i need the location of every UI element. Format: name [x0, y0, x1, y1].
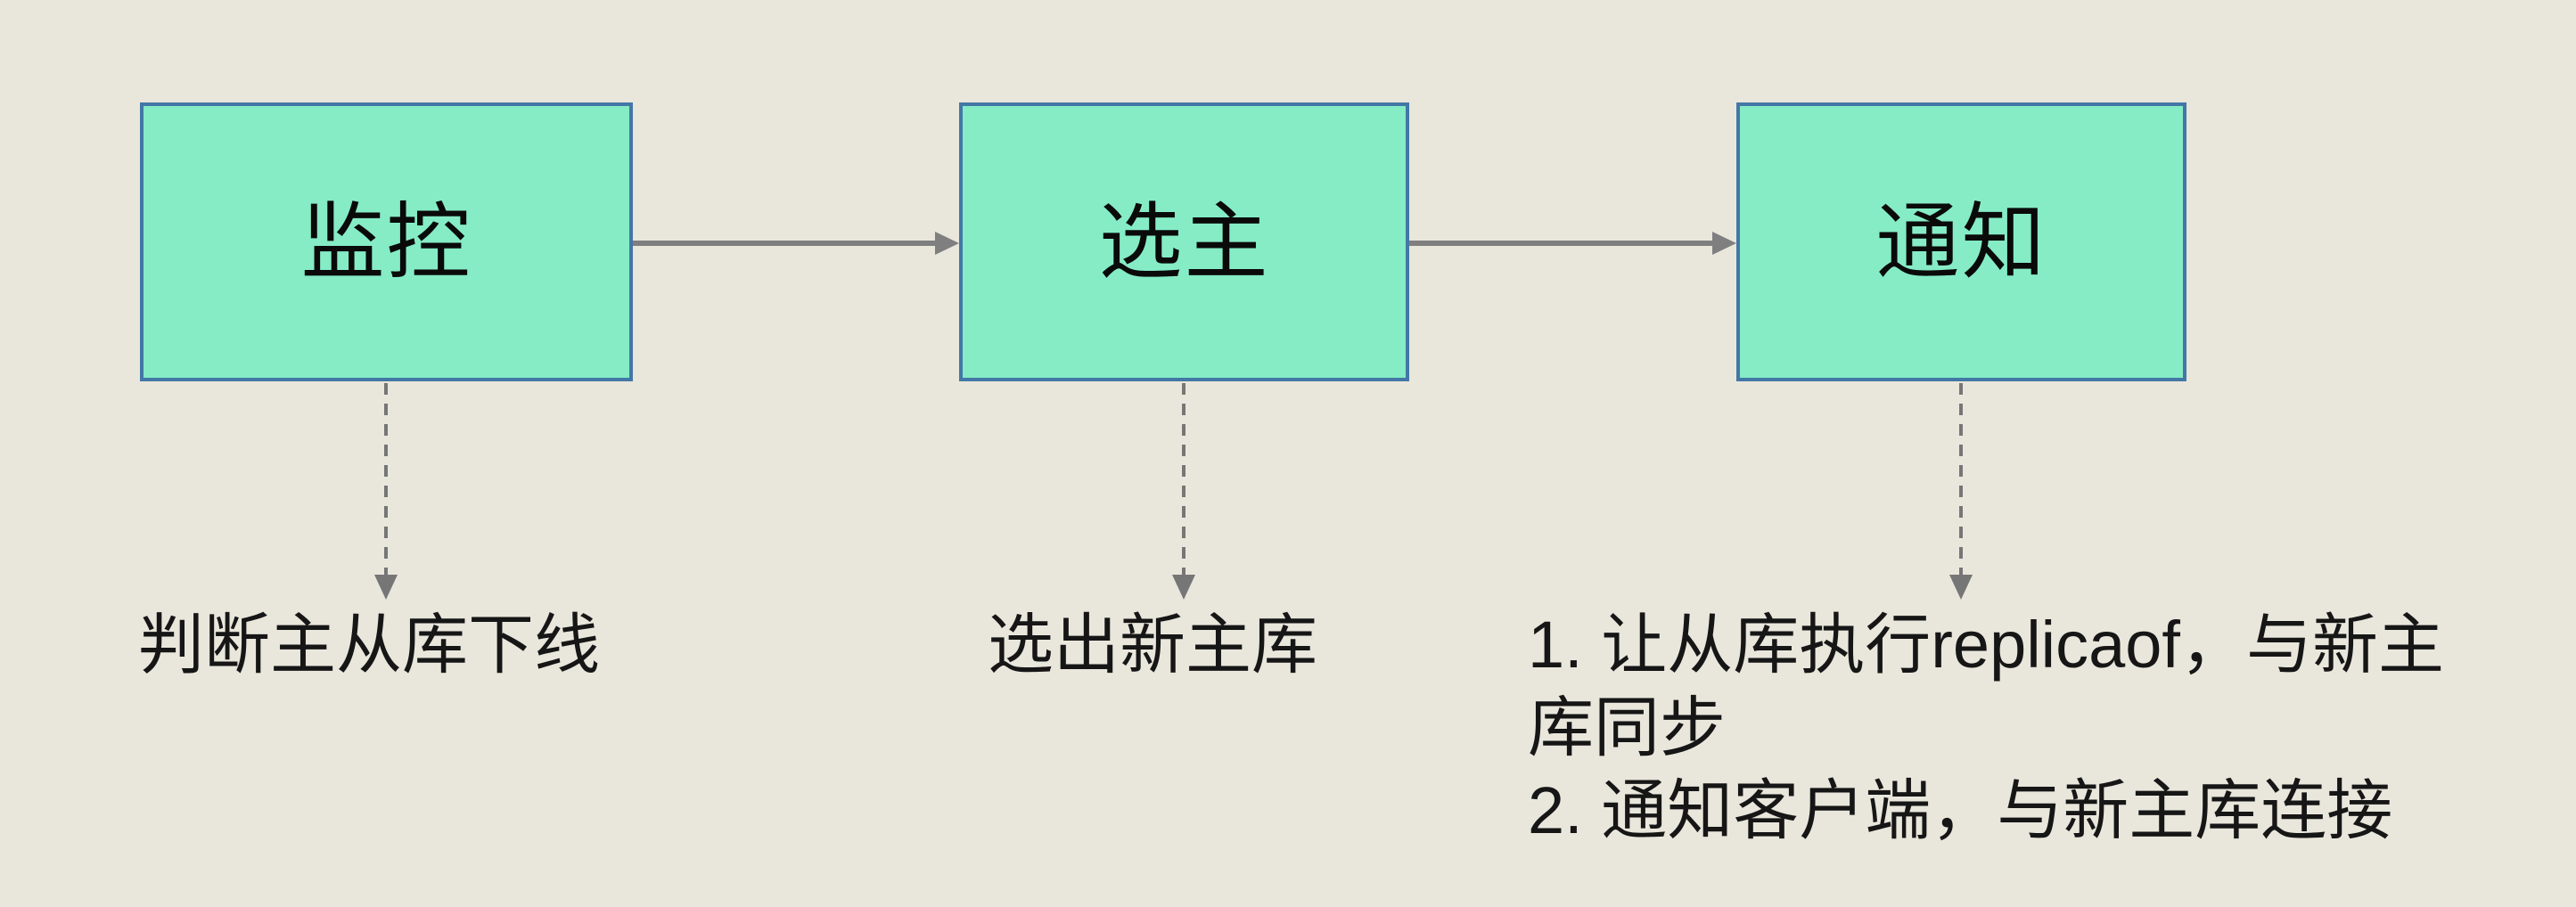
- note-notify-line-1: 1. 让从库执行replicaof，与新主: [1528, 608, 2444, 682]
- note-monitor-line: 判断主从库下线: [138, 608, 600, 682]
- flow-box-elect-leader: 选主: [959, 102, 1409, 381]
- note-monitor: 判断主从库下线: [138, 603, 600, 686]
- arrow-elect-to-notify-head-icon: [1712, 232, 1736, 255]
- dashed-arrow-monitor-head-icon: [374, 575, 398, 600]
- arrow-monitor-to-elect-head-icon: [935, 232, 959, 255]
- note-notify: 1. 让从库执行replicaof，与新主 库同步 2. 通知客户端，与新主库连…: [1528, 603, 2444, 852]
- note-elect: 选出新主库: [988, 603, 1317, 686]
- dashed-arrow-elect-head-icon: [1172, 575, 1195, 600]
- flow-box-notify-label: 通知: [1875, 194, 2047, 289]
- note-notify-line-2: 库同步: [1528, 690, 1726, 764]
- dashed-arrow-elect-line: [1182, 383, 1185, 575]
- dashed-arrow-notify-head-icon: [1949, 575, 1973, 600]
- flow-box-monitor: 监控: [140, 102, 633, 381]
- arrow-elect-to-notify-line: [1409, 241, 1714, 246]
- flow-box-elect-leader-label: 选主: [1098, 194, 1270, 289]
- arrow-monitor-to-elect-line: [633, 241, 938, 246]
- note-elect-line: 选出新主库: [988, 608, 1317, 682]
- flow-box-monitor-label: 监控: [300, 194, 472, 289]
- flow-box-notify: 通知: [1736, 102, 2186, 381]
- note-notify-line-3: 2. 通知客户端，与新主库连接: [1528, 773, 2393, 847]
- dashed-arrow-notify-line: [1959, 383, 1963, 575]
- dashed-arrow-monitor-line: [384, 383, 388, 575]
